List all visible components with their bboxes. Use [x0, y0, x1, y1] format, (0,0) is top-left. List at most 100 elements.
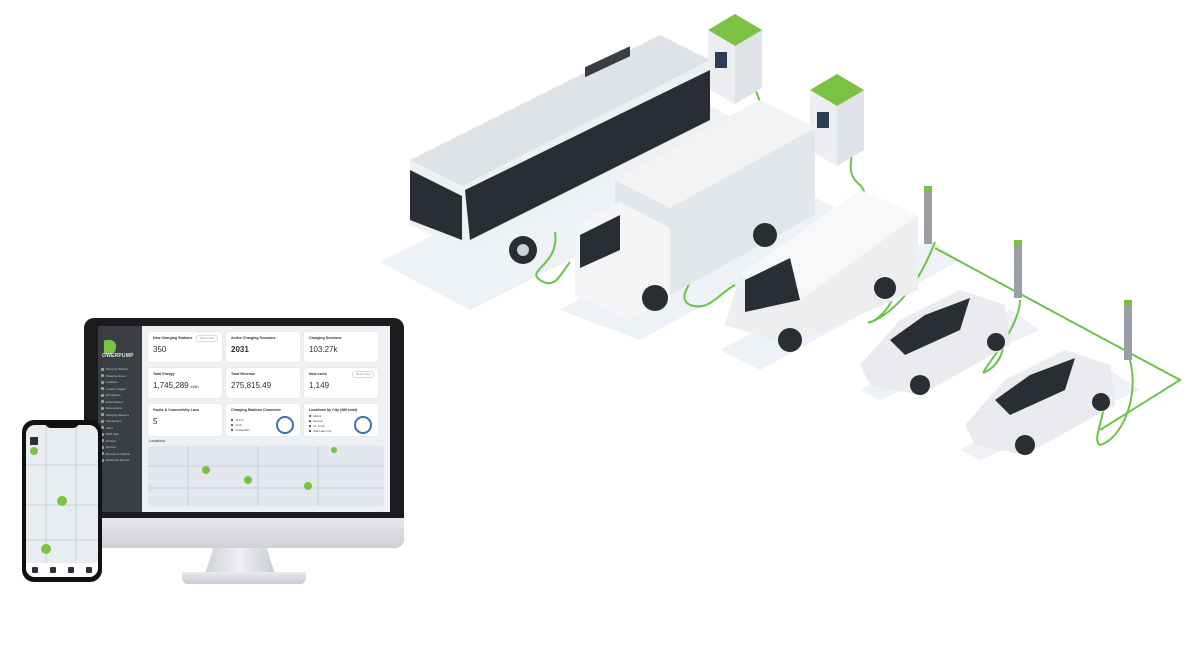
phone-menu-icon — [30, 437, 38, 445]
brand-logo: OWERPUMP — [102, 340, 138, 362]
qr-icon[interactable] — [68, 567, 74, 573]
date-filter-pill[interactable]: Month to date — [196, 335, 218, 342]
locations-map[interactable] — [148, 446, 384, 506]
map-graphic — [148, 446, 384, 506]
card-connector[interactable]: Charging Stations Connector J1772 CCS CH… — [226, 404, 300, 436]
legend-item: Miami — [309, 414, 332, 419]
card-title: Locations by City (489 total) — [309, 408, 357, 412]
sidebar-item-0[interactable]: Charging Stations — [101, 366, 141, 373]
sidebar-item-label: RFID Tags — [105, 432, 119, 437]
sidebar-item-10[interactable]: RFID Tags — [101, 431, 141, 438]
nav-icon — [101, 432, 104, 436]
card-value: 350 — [153, 345, 167, 354]
card-total-revenue[interactable]: Total Revenue 275,815.49 — [226, 368, 300, 398]
sidebar-item-label: Charging Zones — [105, 373, 126, 378]
phone-tab-bar — [26, 563, 98, 577]
connector-legend: J1772 CCS CHAdeMO — [231, 418, 250, 433]
map-icon[interactable] — [50, 567, 56, 573]
nav-icon — [101, 367, 104, 371]
legend-item: Denver — [309, 419, 332, 424]
card-value: 103.27k — [309, 345, 338, 354]
energy-value: 1,745,289 — [153, 381, 189, 390]
home-icon[interactable] — [32, 567, 38, 573]
phone-notch — [45, 421, 79, 428]
card-value: 2031 — [231, 345, 249, 354]
brand-p-icon — [104, 340, 116, 354]
sidebar-item-14[interactable]: Settlement Reports — [101, 457, 141, 464]
nav-icon — [101, 374, 104, 378]
nav-icon — [101, 400, 104, 404]
map-pin-icons — [202, 447, 337, 490]
sidebar-item-1[interactable]: Charging Zones — [101, 373, 141, 380]
sidebar-item-4[interactable]: QR Stickers — [101, 392, 141, 399]
sidebar-item-5[interactable]: Authorizations — [101, 399, 141, 406]
sidebar-item-label: Charging Sessions — [105, 412, 130, 417]
phone-map-pin-icons — [30, 447, 67, 554]
card-new-charging-stations[interactable]: New Charging Stations Month to date 350 — [148, 332, 222, 362]
sidebar-item-6[interactable]: Reservations — [101, 405, 141, 412]
sidebar-item-label: Partners — [105, 445, 117, 450]
nav-icon — [101, 445, 104, 449]
card-value: 1,149 — [309, 381, 330, 390]
card-title: Charging Stations Connector — [231, 408, 281, 412]
card-charging-sessions[interactable]: Charging Sessions 103.27k — [304, 332, 378, 362]
electric-truck — [575, 100, 815, 320]
ac-charging-posts — [924, 186, 1132, 360]
card-title: Total Energy — [153, 372, 175, 376]
nav-icon — [101, 426, 104, 430]
card-new-users[interactable]: New users Month to date 1,149 — [304, 368, 378, 398]
nav-icon — [101, 413, 104, 417]
sidebar-item-label: Charging Stations — [105, 367, 128, 372]
energy-unit: kWh — [190, 384, 199, 389]
city-legend: Miami Denver St. Louis Salt Lake City — [309, 414, 332, 434]
monitor-stand-base — [182, 572, 306, 584]
sidebar-item-label: Users — [105, 425, 113, 430]
nav-icon — [101, 419, 104, 423]
sidebar-item-label: Location Images — [105, 386, 127, 391]
legend-item: J1772 — [231, 418, 250, 423]
sidebar-item-label: Locations — [105, 380, 118, 385]
nav-icon — [101, 387, 104, 391]
sidebar-item-13[interactable]: Revenue & Statistic — [101, 451, 141, 458]
legend-item: CHAdeMO — [231, 428, 250, 433]
electric-car-2 — [965, 350, 1115, 455]
sidebar-item-11[interactable]: Vendors — [101, 438, 141, 445]
nav-icon — [101, 406, 104, 410]
card-title: New Charging Stations — [153, 336, 193, 340]
sidebar-item-label: Reservations — [105, 406, 122, 411]
nav-icon — [101, 452, 104, 456]
card-locations-by-city[interactable]: Locations by City (489 total) Miami Denv… — [304, 404, 378, 436]
dashboard-main: New Charging Stations Month to date 350 … — [142, 326, 390, 512]
phone-map[interactable] — [26, 425, 98, 577]
card-title: Active Charging Sessions — [231, 336, 276, 340]
card-title: Total Revenue — [231, 372, 256, 376]
card-title: New users — [309, 372, 327, 376]
sidebar-item-8[interactable]: Transactions — [101, 418, 141, 425]
nav-icon — [101, 458, 104, 462]
card-faults[interactable]: Faults & Connectivity Loss 5 — [148, 404, 222, 436]
sidebar-item-7[interactable]: Charging Sessions — [101, 412, 141, 419]
card-value: 5 — [153, 417, 158, 426]
sidebar-item-12[interactable]: Partners — [101, 444, 141, 451]
card-title: Charging Sessions — [309, 336, 342, 340]
sidebar-item-label: Settlement Reports — [105, 458, 130, 463]
date-filter-pill[interactable]: Month to date — [352, 371, 374, 378]
donut-chart — [354, 416, 372, 434]
donut-chart — [276, 416, 294, 434]
sidebar-item-2[interactable]: Locations — [101, 379, 141, 386]
sidebar-item-3[interactable]: Location Images — [101, 386, 141, 393]
card-active-charging-sessions[interactable]: Active Charging Sessions 2031 — [226, 332, 300, 362]
info-icon[interactable] — [86, 567, 92, 573]
electric-bus — [410, 35, 710, 264]
sidebar-item-label: Revenue & Statistic — [105, 451, 131, 456]
sidebar-item-9[interactable]: Users — [101, 425, 141, 432]
brand-text: OWERPUMP — [102, 353, 134, 359]
nav-icon — [101, 439, 104, 443]
sidebar-item-label: Authorizations — [105, 399, 124, 404]
legend-item: CCS — [231, 423, 250, 428]
